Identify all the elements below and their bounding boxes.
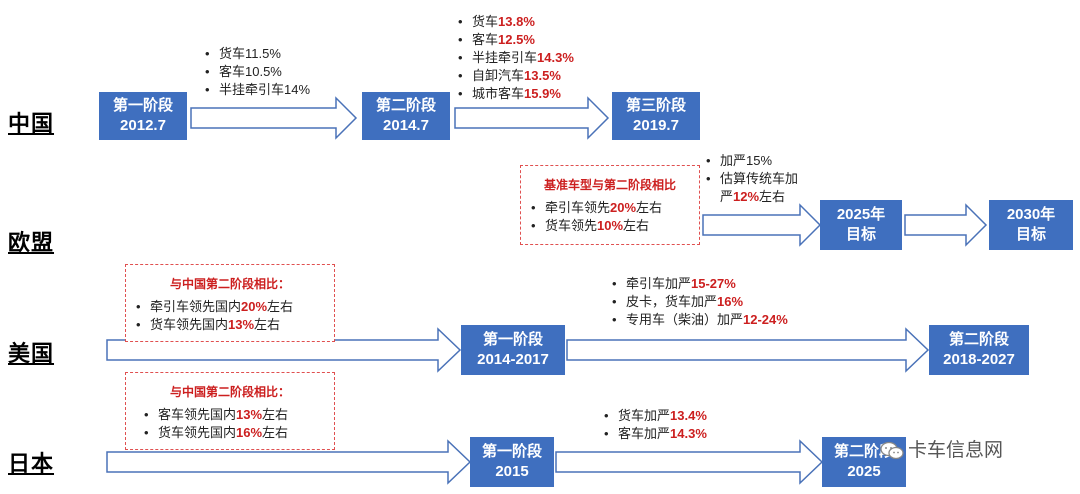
stage-name: 第二阶段 xyxy=(375,97,436,114)
list-item: 客车12.5% xyxy=(458,31,574,49)
country-label-china: 中国 xyxy=(8,111,55,137)
list-item: 货车领先国内16%左右 xyxy=(144,424,334,442)
list-item: 加严15% xyxy=(706,152,798,170)
list-item: 货车领先国内13%左右 xyxy=(136,316,334,334)
stage-box-eu-1: 2025年 目标 xyxy=(820,200,902,250)
stage-year: 2019.7 xyxy=(633,117,679,134)
list-item: 牵引车加严15-27% xyxy=(612,275,788,293)
stage-name: 第三阶段 xyxy=(625,97,686,114)
stage-year: 2012.7 xyxy=(120,117,166,134)
china-stage1-list: 货车11.5% 客车10.5% 半挂牵引车14% xyxy=(205,45,310,99)
watermark-text: 卡车信息网 xyxy=(908,439,1004,461)
list-item: 自卸汽车13.5% xyxy=(458,67,574,85)
eu-comparison-box: 基准车型与第二阶段相比 牵引车领先20%左右 货车领先10%左右 xyxy=(520,165,700,245)
stage-name: 第一阶段 xyxy=(482,331,543,348)
arrow-japan-1 xyxy=(106,439,472,485)
list-item: 货车13.8% xyxy=(458,13,574,31)
eu-comparison-list: 牵引车领先20%左右 货车领先10%左右 xyxy=(531,199,699,235)
list-item: 货车11.5% xyxy=(205,45,310,63)
stage-box-us-2: 第二阶段 2018-2027 xyxy=(929,325,1029,375)
eu-target-list: 加严15% 估算传统车加 xyxy=(706,152,798,188)
list-item: 牵引车领先国内20%左右 xyxy=(136,298,334,316)
stage-year: 2018-2027 xyxy=(943,351,1015,368)
list-item: 估算传统车加 xyxy=(706,170,798,188)
stage-name: 第一阶段 xyxy=(481,443,542,460)
list-item: 专用车（柴油）加严12-24% xyxy=(612,311,788,329)
country-label-eu: 欧盟 xyxy=(8,230,55,256)
stage-year: 目标 xyxy=(845,226,876,243)
stage-name: 第二阶段 xyxy=(833,443,894,460)
us-stage2-list: 牵引车加严15-27% 皮卡，货车加严16% 专用车（柴油）加严12-24% xyxy=(612,275,788,329)
arrow-china-1 xyxy=(190,96,358,140)
stage-box-us-1: 第一阶段 2014-2017 xyxy=(461,325,565,375)
stage-name: 2030年 xyxy=(1006,206,1056,223)
stage-year: 2014.7 xyxy=(383,117,429,134)
wechat-icon xyxy=(880,441,904,461)
stage-year: 目标 xyxy=(1015,226,1046,243)
list-item: 客车加严14.3% xyxy=(604,425,707,443)
arrow-us-2 xyxy=(566,327,930,373)
box-title: 基准车型与第二阶段相比 xyxy=(543,178,676,192)
country-label-japan: 日本 xyxy=(8,451,55,477)
box-title: 与中国第二阶段相比： xyxy=(169,385,290,399)
us-comparison-list: 牵引车领先国内20%左右 货车领先国内13%左右 xyxy=(136,298,334,334)
eu-target-line2: 严12%左右 xyxy=(720,189,786,204)
japan-stage2-list: 货车加严13.4% 客车加严14.3% xyxy=(604,407,707,443)
stage-box-eu-2: 2030年 目标 xyxy=(989,200,1073,250)
japan-comparison-box: 与中国第二阶段相比： 客车领先国内13%左右 货车领先国内16%左右 xyxy=(125,372,335,450)
stage-name: 2025年 xyxy=(836,206,886,223)
list-item: 客车领先国内13%左右 xyxy=(144,406,334,424)
us-comparison-box: 与中国第二阶段相比： 牵引车领先国内20%左右 货车领先国内13%左右 xyxy=(125,264,335,342)
list-item: 半挂牵引车14% xyxy=(205,81,310,99)
japan-comparison-list: 客车领先国内13%左右 货车领先国内16%左右 xyxy=(144,406,334,442)
stage-year: 2025 xyxy=(847,463,881,480)
stage-name: 第二阶段 xyxy=(948,331,1009,348)
country-label-us: 美国 xyxy=(8,341,55,367)
stage-box-china-3: 第三阶段 2019.7 xyxy=(612,92,700,140)
watermark: 卡车信息网 xyxy=(880,435,1003,462)
list-item: 货车加严13.4% xyxy=(604,407,707,425)
stage-box-japan-1: 第一阶段 2015 xyxy=(470,437,554,487)
stage-year: 2015 xyxy=(495,463,529,480)
list-item: 半挂牵引车14.3% xyxy=(458,49,574,67)
arrow-japan-2 xyxy=(555,439,824,485)
list-item: 货车领先10%左右 xyxy=(531,217,699,235)
arrow-china-2 xyxy=(454,96,610,140)
china-stage2-list: 货车13.8% 客车12.5% 半挂牵引车14.3% 自卸汽车13.5% 城市客… xyxy=(458,13,574,103)
stage-name: 第一阶段 xyxy=(112,97,173,114)
stage-box-china-2: 第二阶段 2014.7 xyxy=(362,92,450,140)
arrow-us-1 xyxy=(106,327,462,373)
arrow-eu-2 xyxy=(904,203,988,247)
list-item: 城市客车15.9% xyxy=(458,85,574,103)
list-item: 客车10.5% xyxy=(205,63,310,81)
stage-box-china-1: 第一阶段 2012.7 xyxy=(99,92,187,140)
arrow-eu-1 xyxy=(702,203,822,247)
list-item: 皮卡，货车加严16% xyxy=(612,293,788,311)
stage-year: 2014-2017 xyxy=(477,351,549,368)
list-item: 牵引车领先20%左右 xyxy=(531,199,699,217)
box-title: 与中国第二阶段相比： xyxy=(169,277,290,291)
